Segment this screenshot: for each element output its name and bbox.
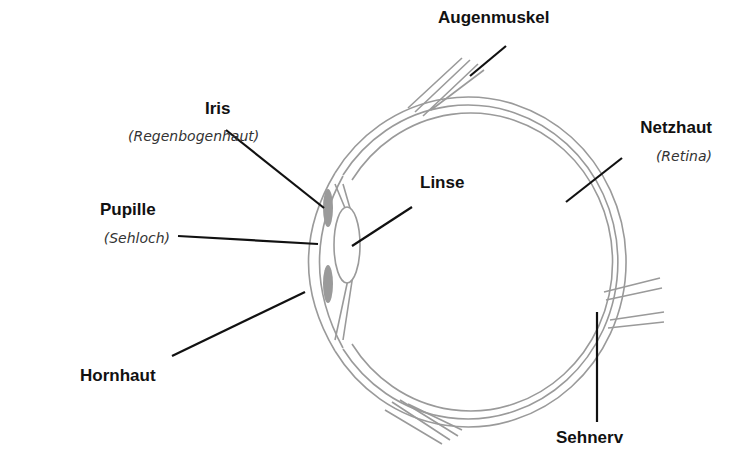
iris-top	[323, 189, 333, 227]
part-name: Pupille	[100, 200, 156, 220]
leader-line	[470, 46, 506, 76]
retina-line	[352, 113, 613, 411]
eye-muscle-bottom	[385, 400, 462, 444]
part-subtitle: (Regenbogenhaut)	[128, 128, 259, 145]
leader-line	[178, 236, 318, 244]
part-name: Sehnerv	[556, 428, 623, 448]
part-subtitle: (Retina)	[656, 148, 712, 165]
optic-nerve	[604, 278, 664, 328]
part-name: Augenmuskel	[438, 8, 549, 28]
leader-line	[352, 207, 412, 246]
part-name: Iris	[205, 99, 231, 119]
part-name: Hornhaut	[80, 366, 156, 386]
leader-line	[172, 292, 305, 356]
sclera-outer	[335, 97, 626, 427]
part-name: Netzhaut	[640, 118, 712, 138]
sclera-inner	[343, 105, 618, 419]
leader-line	[596, 312, 598, 422]
part-subtitle: (Sehloch)	[104, 230, 170, 247]
part-name: Linse	[420, 173, 464, 193]
iris-bottom	[323, 265, 333, 303]
lens	[334, 207, 360, 283]
leader-line	[566, 158, 622, 202]
